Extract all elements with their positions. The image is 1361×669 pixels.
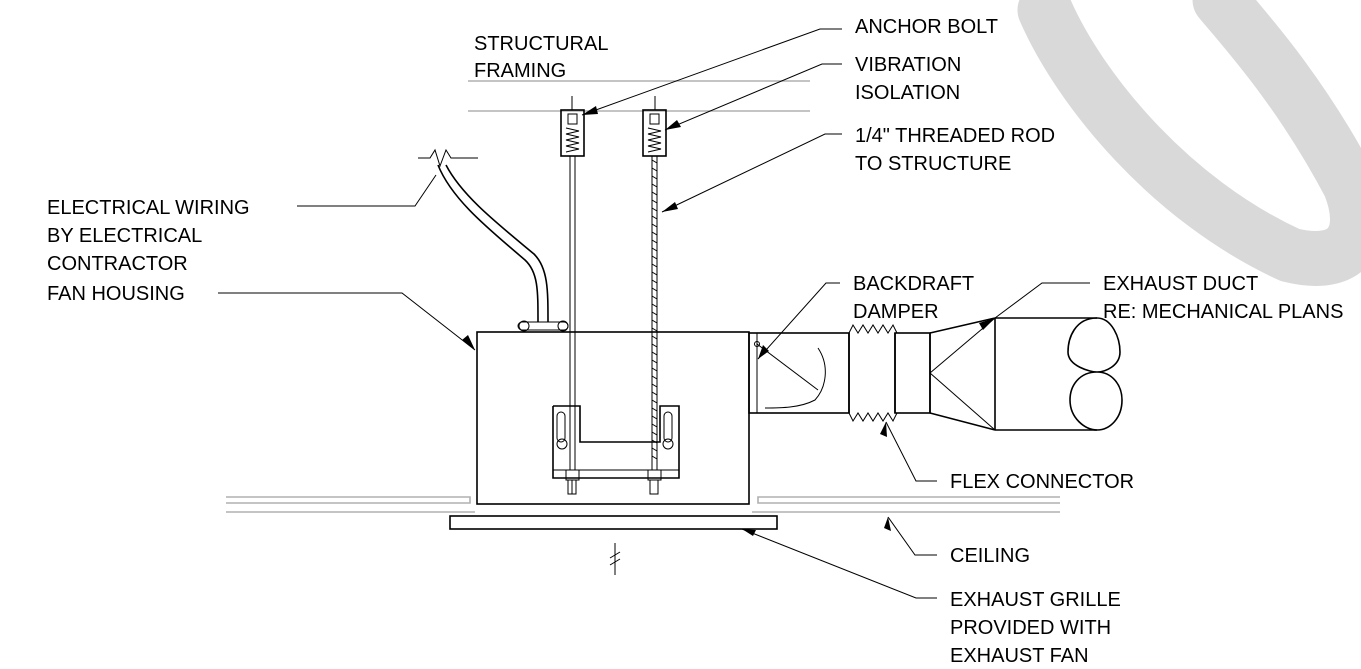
vibration-isolation-line-2: ISOLATION bbox=[855, 82, 960, 104]
flex-connector-label: FLEX CONNECTOR bbox=[950, 471, 1134, 493]
exhaust-duct bbox=[995, 317, 1123, 431]
threaded-rod-left bbox=[565, 156, 580, 495]
arrowheads bbox=[462, 106, 995, 536]
leader-lines bbox=[218, 28, 1090, 599]
structural-framing-line-1: STRUCTURAL bbox=[474, 33, 608, 55]
label-flex-connector: FLEX CONNECTOR bbox=[950, 471, 1134, 493]
ceiling-label: CEILING bbox=[950, 545, 1030, 567]
label-exhaust-duct: EXHAUST DUCT RE: MECHANICAL PLANS bbox=[1103, 273, 1343, 323]
label-structural-framing: STRUCTURAL FRAMING bbox=[474, 33, 608, 82]
label-anchor-bolt: ANCHOR BOLT bbox=[855, 16, 998, 38]
label-ceiling: CEILING bbox=[950, 545, 1030, 567]
label-threaded-rod: 1/4" THREADED ROD TO STRUCTURE bbox=[855, 125, 1055, 175]
electrical-conduit bbox=[418, 148, 569, 332]
ceiling bbox=[226, 496, 1060, 513]
label-vibration-isolation: VIBRATION ISOLATION bbox=[855, 54, 961, 104]
label-electrical-wiring: ELECTRICAL WIRING BY ELECTRICAL CONTRACT… bbox=[47, 197, 250, 275]
fan-housing bbox=[449, 331, 778, 575]
backdraft-damper bbox=[748, 332, 850, 414]
label-backdraft-damper: BACKDRAFT DAMPER bbox=[853, 273, 974, 323]
exhaust-duct-line-2: RE: MECHANICAL PLANS bbox=[1103, 301, 1343, 323]
backdraft-damper-line-1: BACKDRAFT bbox=[853, 273, 974, 295]
duct-transition bbox=[929, 317, 996, 431]
electrical-wiring-line-2: BY ELECTRICAL bbox=[47, 225, 202, 247]
exhaust-grille-line-3: EXHAUST FAN bbox=[950, 645, 1089, 667]
mounting-bracket bbox=[552, 405, 680, 479]
exhaust-duct-line-1: EXHAUST DUCT bbox=[1103, 273, 1258, 295]
threaded-rod-line-2: TO STRUCTURE bbox=[855, 153, 1011, 175]
structural-framing bbox=[468, 80, 810, 112]
exhaust-grille-line-1: EXHAUST GRILLE bbox=[950, 589, 1121, 611]
flex-connector bbox=[848, 323, 931, 423]
threaded-rod-line-1: 1/4" THREADED ROD bbox=[855, 125, 1055, 147]
backdraft-damper-line-2: DAMPER bbox=[853, 301, 939, 323]
label-fan-housing: FAN HOUSING bbox=[47, 283, 185, 305]
watermark-loop-shape bbox=[1017, 0, 1361, 286]
electrical-wiring-line-3: CONTRACTOR bbox=[47, 253, 188, 275]
vibration-isolator-right bbox=[642, 96, 667, 157]
vibration-isolation-line-1: VIBRATION bbox=[855, 54, 961, 76]
threaded-rod-right bbox=[647, 156, 662, 495]
exhaust-grille-line-2: PROVIDED WITH bbox=[950, 617, 1111, 639]
structural-framing-line-2: FRAMING bbox=[474, 60, 566, 82]
label-exhaust-grille: EXHAUST GRILLE PROVIDED WITH EXHAUST FAN bbox=[950, 589, 1121, 667]
electrical-wiring-line-1: ELECTRICAL WIRING bbox=[47, 197, 250, 219]
anchor-bolt-label: ANCHOR BOLT bbox=[855, 16, 998, 38]
vibration-isolator-left bbox=[560, 96, 585, 157]
fan-housing-label: FAN HOUSING bbox=[47, 283, 185, 305]
